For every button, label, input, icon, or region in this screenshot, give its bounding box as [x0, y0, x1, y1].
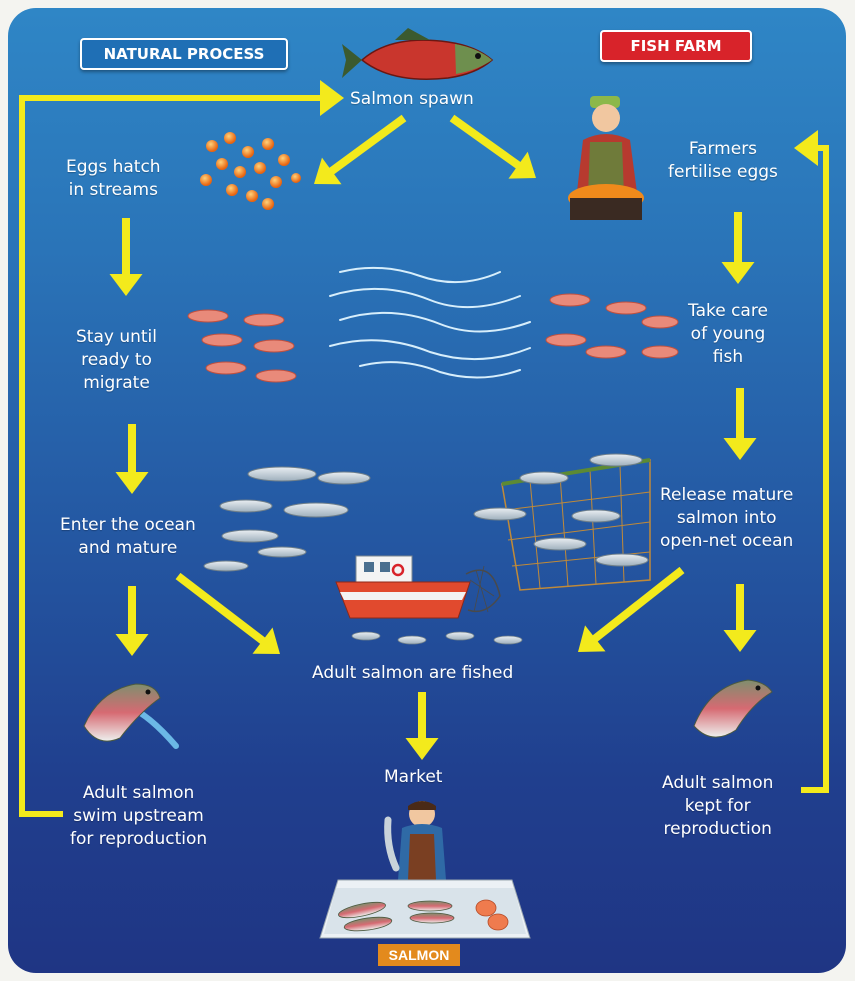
young-fish-right-image [546, 294, 678, 358]
arrow-left-loop-head [300, 80, 344, 116]
arrow-care-to-release [724, 388, 757, 460]
arrow-stay-to-ocean [116, 424, 149, 494]
market-label: Market [384, 766, 442, 789]
arrow-right-loop-head [794, 130, 826, 166]
small-fish-under-boat-image [352, 632, 522, 644]
arrow-fertilise-to-care [722, 212, 755, 284]
spawning-salmon-image [342, 28, 492, 79]
young-fish-left-image [188, 310, 296, 382]
fish-farm-net-image [474, 454, 650, 590]
wild-salmon-school-image [204, 467, 370, 571]
fish-counter-image: SALMON [320, 880, 530, 966]
adult-salmon-fished-label: Adult salmon are fished [312, 662, 513, 685]
salmon-sign: SALMON [389, 947, 450, 963]
jumping-salmon-right-image [694, 680, 772, 737]
fishmonger-image [388, 801, 446, 880]
fish-farm-badge: FISH FARM [600, 30, 752, 62]
arrow-ocean-to-jump [116, 586, 149, 656]
arrow-release-to-kept [724, 584, 757, 652]
fish-eggs-image [200, 132, 301, 210]
jumping-salmon-left-image [84, 684, 176, 746]
arrow-spawn-to-farmer [452, 118, 536, 179]
arrow-eggs-to-stay [110, 218, 143, 296]
farmer-image [568, 96, 644, 220]
natural-process-badge: NATURAL PROCESS [80, 38, 288, 70]
arrow-spawn-to-eggs [314, 118, 404, 184]
arrow-release-to-fished [578, 570, 682, 652]
loop-right-reproduction [804, 148, 826, 790]
fishing-boat-image [336, 556, 500, 618]
arrow-fished-to-market [406, 692, 439, 760]
water-splash-image [330, 268, 530, 378]
salmon-spawn-label: Salmon spawn [350, 88, 474, 111]
arrow-ocean-to-fished [178, 576, 280, 654]
